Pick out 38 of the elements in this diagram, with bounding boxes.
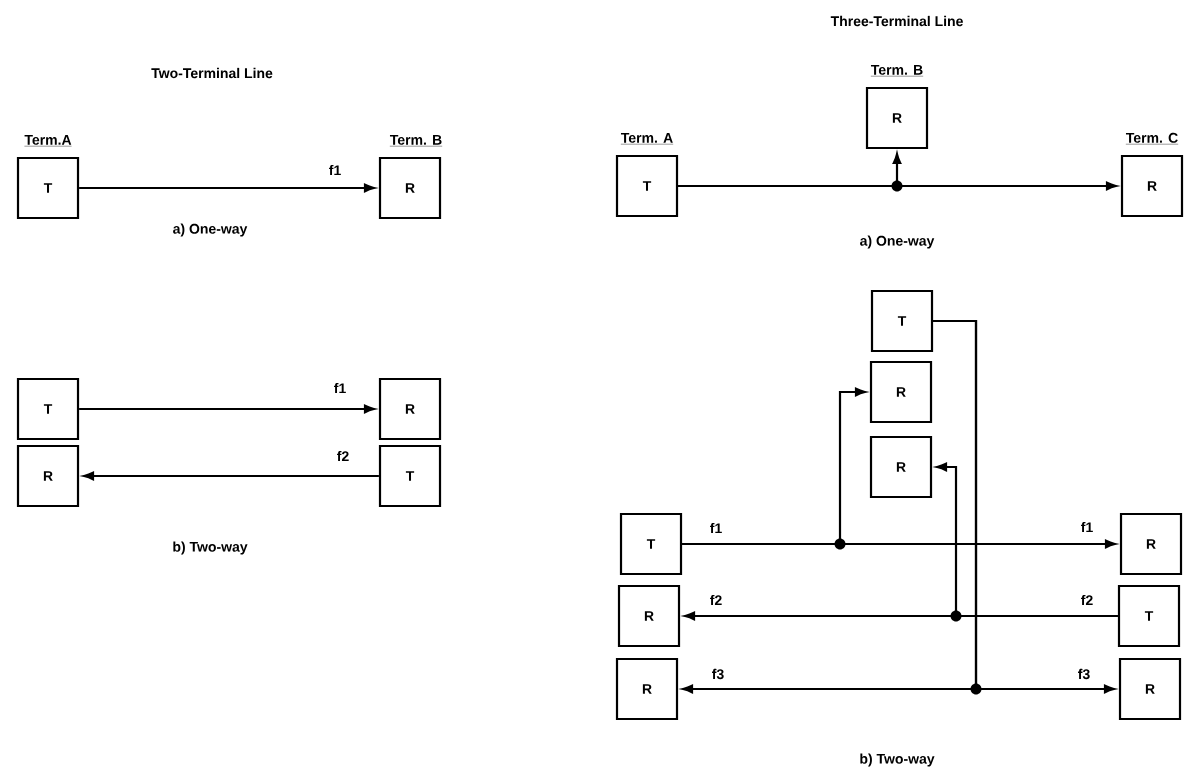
terminal-box: R [16,444,80,508]
section-title: Two-Terminal Line [151,67,273,79]
terminal-box: T [1117,584,1181,648]
subfigure-caption: a) One-way [860,235,935,249]
edge-label: f2 [708,593,724,607]
terminal-box: R [1119,512,1183,576]
edge-label: f1 [708,521,724,535]
terminal-box: T [16,156,80,220]
terminal-box: R [1120,154,1184,218]
terminal-box: R [615,657,679,721]
terminal-label: Term. B [870,65,924,77]
terminal-box: T [16,377,80,441]
section-title: Three-Terminal Line [830,15,963,27]
edge-label: f3 [710,667,726,681]
terminal-box: R [378,377,442,441]
terminal-box: R [1118,657,1182,721]
terminal-box: R [378,156,442,220]
edge-label: f3 [1076,667,1092,681]
terminal-box: T [619,512,683,576]
subfigure-caption: b) Two-way [173,541,248,555]
edge-label: f2 [1079,593,1095,607]
terminal-box: T [870,289,934,353]
terminal-box: R [869,360,933,424]
edge-label: f1 [1079,520,1095,534]
edge-label: f1 [332,381,348,395]
terminal-label: Term.A [24,135,72,147]
terminal-box: R [869,435,933,499]
terminal-box: T [378,444,442,508]
terminal-box: R [865,86,929,150]
edge-label: f1 [327,163,343,177]
terminal-label: Term. C [1125,132,1179,145]
subfigure-caption: b) Two-way [860,753,935,767]
terminal-label: Term. B [389,135,443,147]
subfigure-caption: a) One-way [173,223,248,237]
terminal-label: Term. A [620,133,674,145]
terminal-box: T [615,154,679,218]
edge-label: f2 [335,449,351,463]
terminal-box: R [617,584,681,648]
